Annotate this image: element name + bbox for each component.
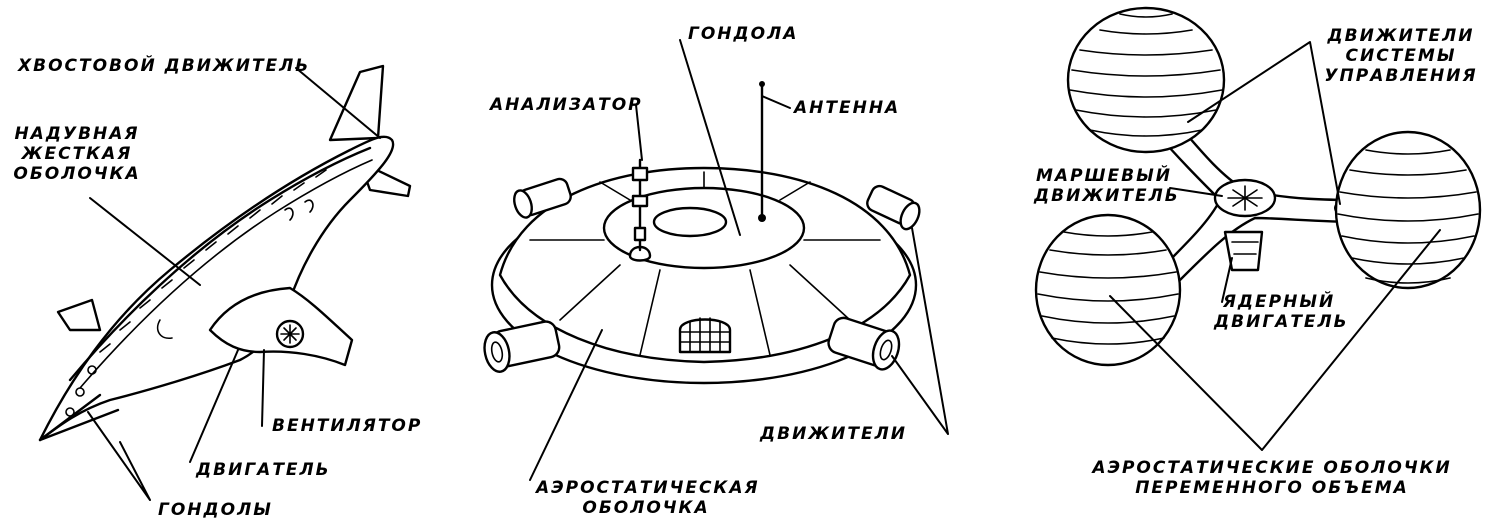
leader-analyzer xyxy=(635,104,643,161)
label-analyzer: АНАЛИЗАТОР xyxy=(490,95,643,115)
disc-thruster-left-front xyxy=(483,320,561,373)
label-gondolas: ГОНДОЛЫ xyxy=(158,500,273,520)
label-rigid-shell-line3: ОБОЛОЧКА xyxy=(13,164,141,184)
leader-gondolas xyxy=(87,411,151,501)
label-fan: ВЕНТИЛЯТОР xyxy=(272,416,423,436)
label-control-propulsors: ДВИЖИТЕЛИ СИСТЕМЫ УПРАВЛЕНИЯ xyxy=(1316,26,1486,86)
disc-drawing xyxy=(483,39,949,481)
disc-window xyxy=(678,318,732,354)
label-aerostatic-shell: АЭРОСТАТИЧЕСКАЯ ОБОЛОЧКА xyxy=(536,478,760,518)
airship-top-fin xyxy=(328,64,385,142)
leader-variable-shells xyxy=(1109,229,1441,451)
leader-main-propulsor xyxy=(1169,187,1223,197)
leader-engine xyxy=(189,349,239,463)
tri-drawing xyxy=(1034,6,1482,451)
leader-antenna xyxy=(761,95,791,109)
airship-spine xyxy=(68,146,372,382)
leader-nuclear-engine xyxy=(1221,257,1233,303)
label-nuclear-engine-line2: ДВИГАТЕЛЬ xyxy=(1214,312,1349,332)
disc-thruster-left-rear xyxy=(513,177,572,219)
airship-hull xyxy=(38,135,395,442)
label-aerostatic-shell-line2: ОБОЛОЧКА xyxy=(582,498,710,518)
label-aerostatic-shell-line1: АЭРОСТАТИЧЕСКАЯ xyxy=(536,478,760,498)
label-rigid-shell: НАДУВНАЯ ЖЕСТКАЯ ОБОЛОЧКА xyxy=(2,124,152,184)
airship-drawing xyxy=(38,64,412,501)
label-variable-shells: АЭРОСТАТИЧЕСКИЕ ОБОЛОЧКИ ПЕРЕМЕННОГО ОБЪ… xyxy=(1072,458,1472,498)
label-nuclear-engine-line1: ЯДЕРНЫЙ xyxy=(1222,292,1336,312)
label-variable-shells-line2: ПЕРЕМЕННОГО ОБЪЕМА xyxy=(1135,478,1409,498)
disc-thruster-right-front xyxy=(827,316,901,371)
label-control-propulsors-line3: УПРАВЛЕНИЯ xyxy=(1324,66,1478,86)
label-nuclear-engine: ЯДЕРНЫЙ ДВИГАТЕЛЬ xyxy=(1214,292,1349,332)
disc-thruster-right-rear xyxy=(866,184,921,231)
label-control-propulsors-line2: СИСТЕМЫ xyxy=(1345,46,1457,66)
label-control-propulsors-line1: ДВИЖИТЕЛИ xyxy=(1327,26,1475,46)
label-variable-shells-line1: АЭРОСТАТИЧЕСКИЕ ОБОЛОЧКИ xyxy=(1092,458,1452,478)
airship-front-fin xyxy=(56,298,102,332)
label-main-propulsor: МАРШЕВЫЙ ДВИЖИТЕЛЬ xyxy=(1034,166,1180,206)
label-tail-propulsor: ХВОСТОВОЙ ДВИЖИТЕЛЬ xyxy=(18,56,311,76)
leader-gondola xyxy=(679,39,741,236)
leader-propulsors xyxy=(891,227,949,435)
label-engine: ДВИГАТЕЛЬ xyxy=(196,460,331,480)
label-antenna: АНТЕННА xyxy=(794,98,901,118)
label-gondola: ГОНДОЛА xyxy=(688,24,799,44)
label-propulsors: ДВИЖИТЕЛИ xyxy=(760,424,907,444)
tri-sphere-bottom xyxy=(1034,213,1182,367)
label-main-propulsor-line2: ДВИЖИТЕЛЬ xyxy=(1034,186,1180,206)
leader-tail-propulsor xyxy=(295,67,381,139)
tri-sphere-top xyxy=(1066,6,1226,154)
disc-hatch xyxy=(652,206,728,238)
leader-control-propulsors xyxy=(1187,41,1341,205)
label-rigid-shell-line1: НАДУВНАЯ xyxy=(14,124,140,144)
leader-aerostatic-shell xyxy=(529,329,603,481)
leader-fan xyxy=(261,349,265,427)
leader-rigid-shell xyxy=(89,197,201,286)
label-rigid-shell-line2: ЖЕСТКАЯ xyxy=(21,144,133,164)
tri-sphere-right xyxy=(1334,130,1482,290)
label-main-propulsor-line1: МАРШЕВЫЙ xyxy=(1036,166,1172,186)
